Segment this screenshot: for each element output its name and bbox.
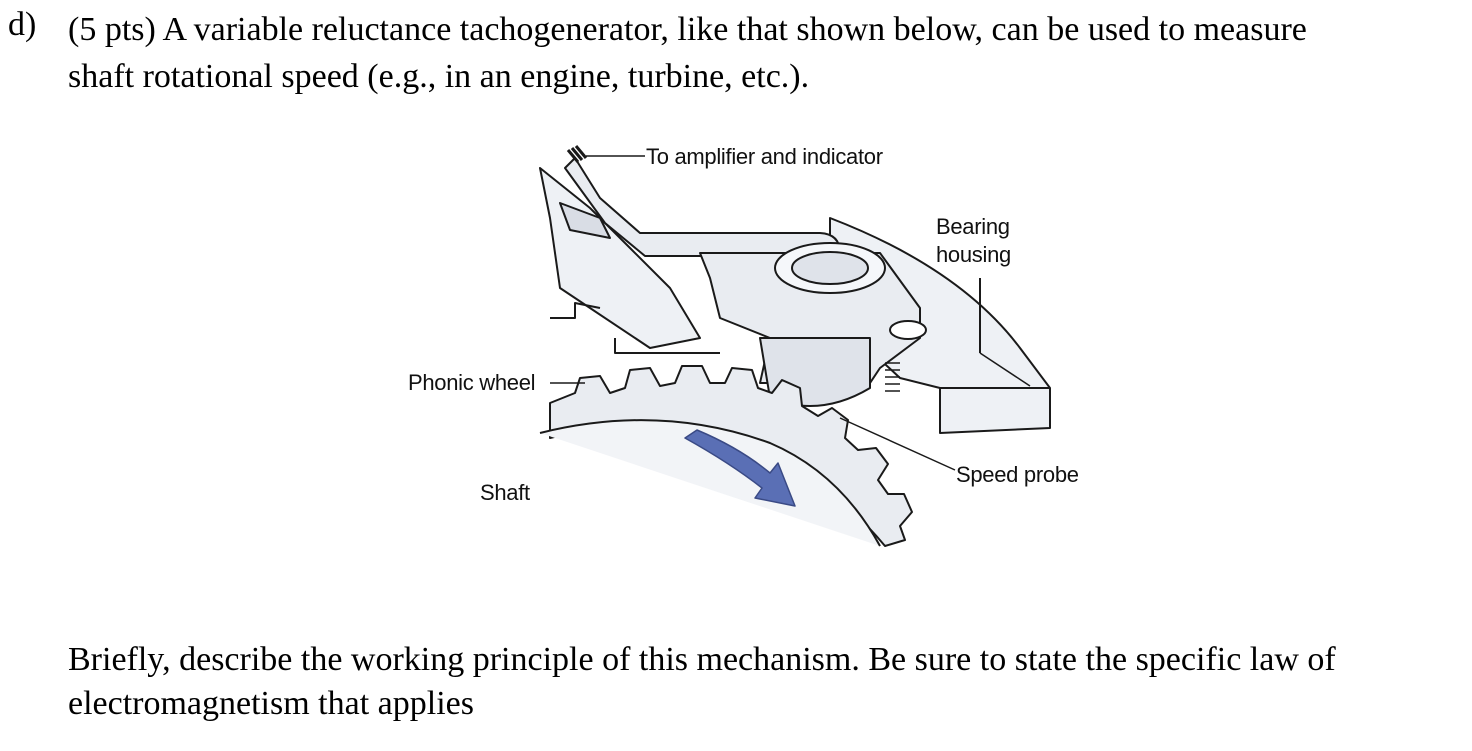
label-phonic-wheel: Phonic wheel (408, 370, 536, 395)
answer-prompt: Briefly, describe the working principle … (68, 638, 1458, 726)
mounting-bracket (539, 167, 701, 349)
question-line-1: (5 pts) A variable reluctance tachogener… (68, 11, 1307, 48)
tachogenerator-diagram (539, 145, 1051, 547)
prompt-line-2: electromagnetism that applies (68, 685, 474, 722)
label-bearing-line-2: housing (936, 242, 1011, 267)
question-line-2: shaft rotational speed (e.g., in an engi… (68, 58, 810, 95)
shaft (539, 419, 881, 547)
rotation-arrow (684, 429, 796, 507)
tachogenerator-figure: To amplifier and indicator Bearing housi… (400, 138, 1100, 548)
label-shaft: Shaft (480, 480, 530, 505)
question-text: (5 pts) A variable reluctance tachogener… (68, 6, 1458, 100)
label-speed-probe: Speed probe (956, 462, 1079, 487)
prompt-line-1: Briefly, describe the working principle … (68, 641, 1336, 678)
label-amplifier: To amplifier and indicator (646, 144, 883, 169)
label-bearing-line-1: Bearing (936, 214, 1010, 239)
question-label: d) (8, 6, 37, 43)
